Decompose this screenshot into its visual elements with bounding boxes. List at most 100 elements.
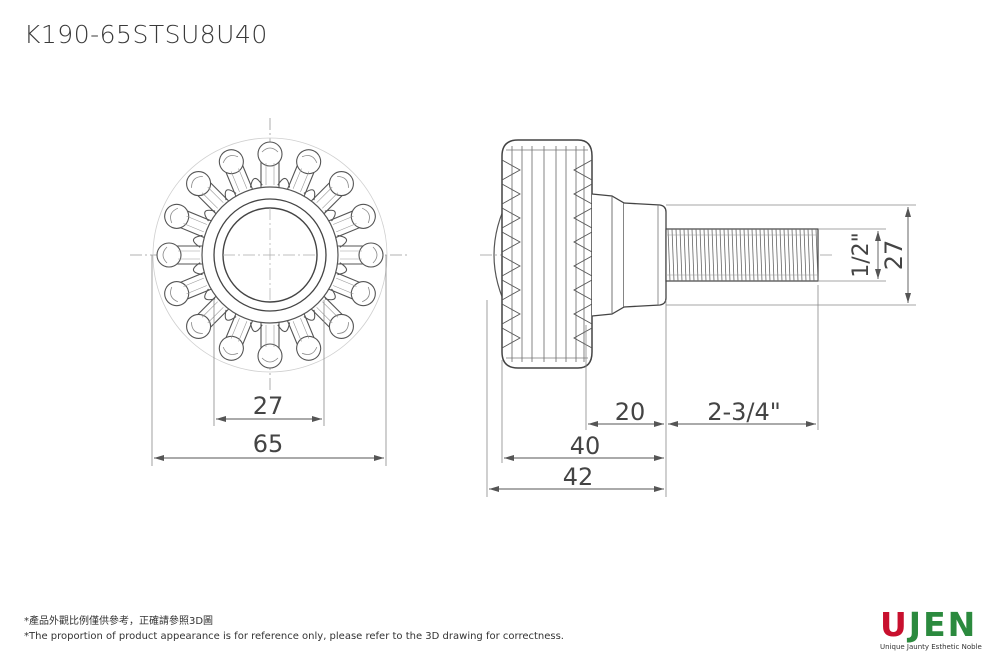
knob-lobes (156, 141, 384, 369)
rib-tip (501, 207, 521, 229)
thread-line (779, 228, 783, 282)
thread-line (799, 228, 803, 282)
thread-line (707, 228, 711, 282)
dim-front-inner: 27 (253, 392, 284, 420)
knob-lobe (309, 294, 354, 339)
thread-line (675, 228, 679, 282)
knob-web (303, 309, 316, 321)
technical-drawing: 27 65 20 2-3/4" (130, 118, 916, 497)
logo-letter-u: U (880, 605, 909, 644)
knob-lobe (218, 312, 254, 361)
thread-line (711, 228, 715, 282)
note-chinese: *產品外觀比例僅供參考，正確請參照3D圖 (24, 616, 214, 627)
thread-line (811, 228, 815, 282)
thread-line (747, 228, 751, 282)
thread-line (751, 228, 755, 282)
logo-letter-j: J (908, 605, 924, 644)
rib-tip (573, 303, 593, 325)
knob-lobe (186, 171, 231, 216)
knob-web (249, 177, 263, 188)
note-english: *The proportion of product appearance is… (24, 631, 564, 642)
knob-web (277, 322, 291, 333)
thread-line (687, 228, 691, 282)
knob-lobe (286, 312, 322, 361)
dim-total-40: 40 (570, 432, 601, 460)
knob-web (324, 209, 336, 222)
thread-line (695, 228, 699, 282)
thread-line (807, 228, 811, 282)
knob-lobe (327, 203, 376, 239)
thread-line (723, 228, 727, 282)
thread-line (767, 228, 771, 282)
thread-line (763, 228, 767, 282)
rib-tip (573, 183, 593, 205)
knob-lobe (286, 149, 322, 198)
logo-letter-n: N (947, 605, 978, 644)
dim-thread-dia: 1/2" (849, 232, 874, 278)
rib-tip (573, 231, 593, 253)
thread-line (783, 228, 787, 282)
knob-lobe (257, 141, 283, 189)
footnotes: *產品外觀比例僅供參考，正確請參照3D圖 *The proportion of … (24, 614, 564, 644)
logo-letter-e: E (923, 605, 948, 644)
knob-web (192, 234, 203, 248)
knob-web (277, 177, 291, 188)
dim-total-42: 42 (563, 463, 594, 491)
rib-tip (573, 207, 593, 229)
thread-pattern (666, 228, 819, 282)
knob-web (303, 189, 316, 201)
front-view: 27 65 (130, 118, 410, 466)
thread-line (739, 228, 743, 282)
knob-lobe (336, 242, 384, 268)
rib-tip (501, 279, 521, 301)
thread-line (719, 228, 723, 282)
knob-lobe (164, 271, 213, 307)
knob-web (337, 262, 348, 276)
rib-tip (501, 231, 521, 253)
knob-web (324, 288, 336, 301)
thread-line (735, 228, 739, 282)
side-view: 20 2-3/4" 40 42 1/2" 27 (480, 139, 916, 497)
dim-shaft-length: 20 (615, 398, 646, 426)
thread-line (679, 228, 683, 282)
thread-line (671, 228, 675, 282)
thread-line (691, 228, 695, 282)
knob-lobe (164, 203, 213, 239)
rib-tip (501, 159, 521, 181)
rib-tip (501, 303, 521, 325)
thread-line (667, 228, 671, 282)
thread-line (755, 228, 759, 282)
thread-line (775, 228, 779, 282)
dim-shaft-dia: 27 (880, 240, 908, 271)
thread-line (795, 228, 799, 282)
thread-line (715, 228, 719, 282)
thread-line (683, 228, 687, 282)
knob-web (192, 262, 203, 276)
thread-line (791, 228, 795, 282)
rib-tip (501, 183, 521, 205)
thread-line (727, 228, 731, 282)
knob-head-ribs (501, 146, 593, 362)
logo-tagline: Unique Jaunty Esthetic Noble (880, 643, 982, 651)
rib-tip (573, 279, 593, 301)
thread-line (771, 228, 775, 282)
rib-tip (501, 327, 521, 349)
dim-thread-length: 2-3/4" (707, 398, 781, 426)
logo-wordmark: UJEN (880, 608, 980, 641)
knob-web (224, 189, 237, 201)
knob-lobe (309, 171, 354, 216)
knob-web (224, 309, 237, 321)
rib-tip (573, 255, 593, 277)
thread-line (743, 228, 747, 282)
knob-web (204, 288, 216, 301)
knob-lobe (257, 321, 283, 369)
knob-web (337, 234, 348, 248)
thread-line (699, 228, 703, 282)
knob-lobe (186, 294, 231, 339)
dim-front-outer: 65 (253, 430, 284, 458)
page-title: K190-65STSU8U40 (24, 20, 268, 49)
knob-web (204, 209, 216, 222)
knob-lobe (156, 242, 204, 268)
rib-tip (501, 255, 521, 277)
thread-line (803, 228, 807, 282)
